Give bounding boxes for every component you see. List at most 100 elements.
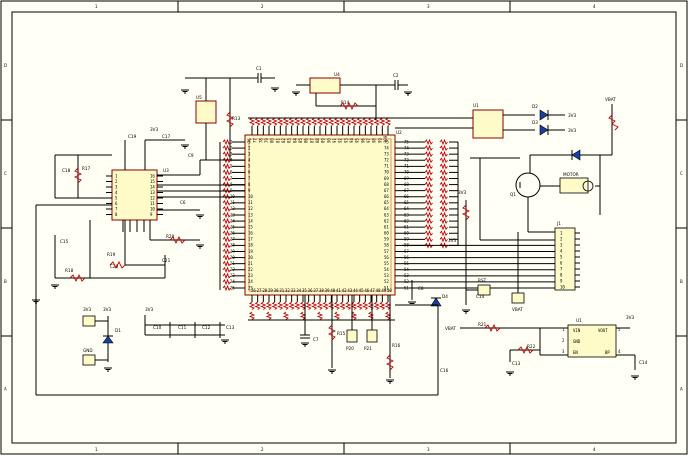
ic-u1[interactable]: U1 [395,103,535,139]
pull-resistor [439,229,448,237]
j1-pin-number: 8 [560,273,563,278]
svg-text:4: 4 [618,349,621,354]
mcu-bottom-pin-number: 36 [308,288,313,293]
u1-body [472,109,504,139]
svg-text:3: 3 [562,349,565,354]
u3-right-pin-number: 15 [150,179,155,184]
mcu-right-pin-number: 73 [384,151,389,156]
svg-text:P20: P20 [346,346,354,351]
mcu-top-pin-number: 76 [247,138,252,143]
svg-text:C10: C10 [153,325,162,330]
pull-resistor [222,199,231,207]
svg-text:3V3: 3V3 [568,128,577,133]
mcu-top-pin-number: 86 [304,138,309,143]
pull-resistor [424,163,433,170]
pull-resistor [379,117,386,126]
pull-resistor [222,223,231,231]
mcu-top-pin-number: 78 [258,138,263,143]
svg-text:C13: C13 [226,325,235,330]
svg-text:R20: R20 [166,234,175,239]
pull-resistor [367,311,375,320]
svg-text:C12: C12 [202,325,211,330]
vbat-branch: VBAT [530,97,619,161]
svg-text:VBAT: VBAT [605,97,616,102]
bottom-cap-bank: 3V3 C10 C11 C12 C13 [144,307,235,338]
pull-resistor [424,144,433,152]
svg-text:C9: C9 [188,153,194,158]
frame-row-label: C [4,171,7,176]
pull-resistor [362,301,369,310]
svg-text:J1: J1 [556,221,561,226]
mcu-left-net-number: 3 [230,151,233,156]
mcu-left-pin-number: 13 [248,212,253,217]
svg-text:C11: C11 [178,325,187,330]
mcu-left-pin-number: 25 [248,285,253,290]
svg-text:R18: R18 [65,268,74,273]
pull-resistor [333,117,341,126]
power-input-3v3[interactable]: 3V3 3V3 [82,307,112,362]
mcu-bottom-pin-number: 38 [319,288,324,293]
mcu-top-pin-number: 85 [298,138,303,143]
r18-resistor [69,273,86,283]
mcu-bottom-pin-number: 30 [274,288,279,293]
diode-d3: D3 3V3 [532,120,577,136]
mcu-top-pin-number: 77 [253,138,258,143]
mcu-left-pin-number: 7 [248,176,251,181]
mcu-left-net-number: 5 [230,164,233,169]
mcu-inner-outline [248,138,392,292]
regulator-u6[interactable]: VIN GND EN VOUT BP 1 2 3 5 4 U1 VBAT R21… [445,315,648,370]
pull-resistor [271,301,278,310]
pull-resistor [222,242,231,249]
power-input-gnd[interactable]: GND [82,348,108,366]
mcu-left-net-number: 7 [230,176,233,181]
mcu-bottom-pin-number: 41 [336,288,341,293]
u3-left-pin-number: 4 [115,190,118,195]
svg-text:C16: C16 [440,368,449,373]
mcu-left-pin-number: 5 [248,164,251,169]
left-pin-resistor-array [219,138,238,292]
pull-resistor [222,254,231,261]
svg-text:U3: U3 [163,168,169,173]
frame-row-label: A [680,387,683,392]
pull-resistor [316,311,324,320]
pull-resistor [305,117,312,126]
mcu-right-pin-number: 53 [384,273,389,278]
mcu-bottom-pin-number: 49 [381,288,386,293]
svg-text:C6: C6 [180,200,186,205]
mcu-right-pin-number: 71 [384,164,389,169]
rst-button[interactable]: RST 3V3 C14 [458,190,491,305]
svg-text:C21: C21 [162,258,171,263]
pull-resistor [222,284,231,292]
pull-resistor [222,150,231,158]
mcu-right-pin-number: 72 [384,158,389,163]
pull-resistor [299,311,307,320]
pull-resistor [316,301,324,310]
mcu-left-pin-number: 9 [248,188,251,193]
pull-resistor [379,301,386,310]
mcu-top-pin-number: 84 [292,138,297,143]
pull-resistor [439,175,448,182]
pull-resistor [424,236,433,243]
mcu-left-net-number: 8 [230,182,233,187]
mcu-left-pin-number: 21 [248,261,253,266]
pull-resistor [248,301,256,310]
vbat-pad[interactable]: VBAT [511,292,525,312]
regulator-u4[interactable]: U4 R14 [296,72,395,120]
svg-text:3V3: 3V3 [626,315,635,320]
mcu-top-pin-number: 96 [360,138,365,143]
svg-text:Q1: Q1 [510,192,516,197]
ic-u5[interactable]: U5 R13 [185,77,241,160]
r17-resistor [73,167,83,184]
svg-text:C15: C15 [60,239,69,244]
svg-text:R13: R13 [232,116,241,121]
pull-resistor [439,217,448,225]
mcu-bottom-pin-number: 35 [302,288,307,293]
svg-text:R16: R16 [392,343,401,348]
pull-resistor [282,301,290,310]
mcu-right-pin-number: 74 [384,145,389,150]
